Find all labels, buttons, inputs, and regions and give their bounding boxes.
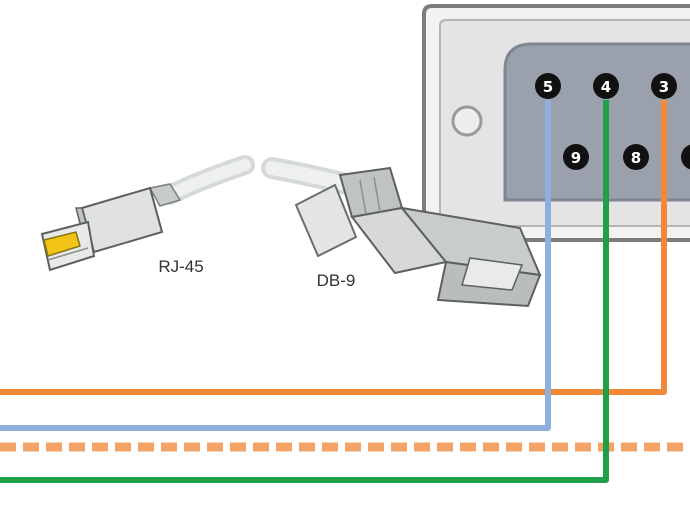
pin-5: 5 bbox=[535, 73, 561, 99]
svg-text:8: 8 bbox=[631, 149, 641, 167]
rj45-plug-illustration bbox=[40, 155, 255, 272]
wire-blue bbox=[0, 100, 551, 431]
rj45-label: RJ-45 bbox=[158, 257, 203, 276]
pin-dots: 5 4 3 9 8 bbox=[535, 73, 690, 170]
wire-orange bbox=[0, 100, 667, 395]
pin-4: 4 bbox=[593, 73, 619, 99]
pin-7-partial bbox=[681, 144, 690, 170]
svg-text:9: 9 bbox=[571, 149, 581, 167]
pin-8: 8 bbox=[623, 144, 649, 170]
wire-green bbox=[0, 100, 609, 483]
pin-3: 3 bbox=[651, 73, 677, 99]
svg-text:5: 5 bbox=[543, 78, 553, 96]
svg-text:4: 4 bbox=[601, 78, 611, 96]
serial-port-panel bbox=[422, 4, 690, 242]
db9-label: DB-9 bbox=[317, 271, 356, 290]
screw-hole-icon bbox=[451, 105, 483, 137]
svg-text:3: 3 bbox=[659, 78, 669, 96]
db9-connector-illustration bbox=[261, 157, 542, 308]
wires bbox=[0, 100, 690, 483]
pin-9: 9 bbox=[563, 144, 589, 170]
